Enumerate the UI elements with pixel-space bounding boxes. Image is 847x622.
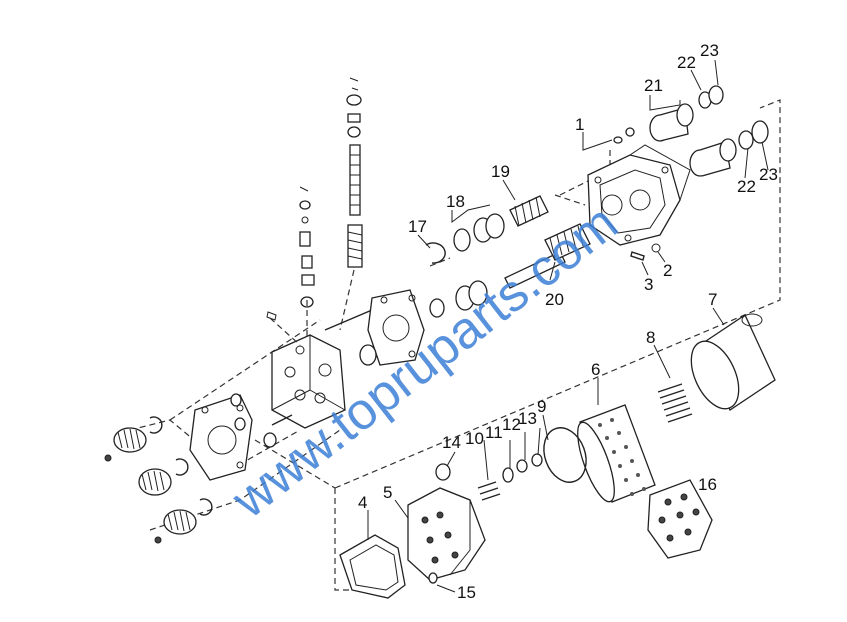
drive-shaft-gear: [504, 223, 591, 289]
left-gear-set: [104, 416, 213, 544]
callout-10: 10: [465, 429, 484, 448]
middle-gasket: [359, 280, 488, 366]
relief-valve-parts: [435, 453, 543, 501]
callout-13: 13: [518, 409, 537, 428]
callout-12: 12: [502, 415, 521, 434]
callout-20: 20: [545, 290, 564, 309]
upper-bearing-group: [425, 194, 586, 267]
callout-7: 7: [708, 290, 717, 309]
callout-18: 18: [446, 192, 465, 211]
pump-housing: [587, 127, 691, 261]
callout-8: 8: [646, 328, 655, 347]
left-gasket-plate: [189, 393, 253, 481]
callout-4: 4: [358, 493, 367, 512]
cover-gasket: [339, 534, 406, 599]
right-bushing-group: [649, 85, 769, 177]
callout-11: 11: [485, 423, 503, 442]
filter-spring: [657, 383, 693, 423]
filter-cover: [407, 487, 486, 584]
callout-6: 6: [591, 360, 600, 379]
callout-17: 17: [408, 217, 427, 236]
callout-14: 14: [442, 433, 461, 452]
filter-element: [577, 404, 656, 503]
callout-16: 16: [698, 475, 717, 494]
filter-case: [690, 313, 776, 411]
callout-22-right: 22: [737, 177, 756, 196]
callout-23-top: 23: [700, 41, 719, 60]
callout-19: 19: [491, 162, 510, 181]
callout-9: 9: [537, 397, 546, 416]
callout-22-top: 22: [677, 53, 696, 72]
leader-lines: [367, 59, 769, 593]
callout-15: 15: [457, 583, 476, 602]
callout-labels: 1 2 3 4 5 6 7 8 9 10 11 12 13 14 15 16 1…: [358, 41, 778, 602]
callout-3: 3: [644, 275, 653, 294]
callout-23-right: 23: [759, 165, 778, 184]
o-ring: [543, 427, 587, 483]
callout-1: 1: [575, 115, 584, 134]
valve-body: [263, 311, 346, 448]
callout-2: 2: [663, 261, 672, 280]
callout-5: 5: [383, 483, 392, 502]
callout-21: 21: [644, 76, 663, 95]
spool-stack: [299, 77, 373, 340]
end-plate: [647, 479, 713, 559]
